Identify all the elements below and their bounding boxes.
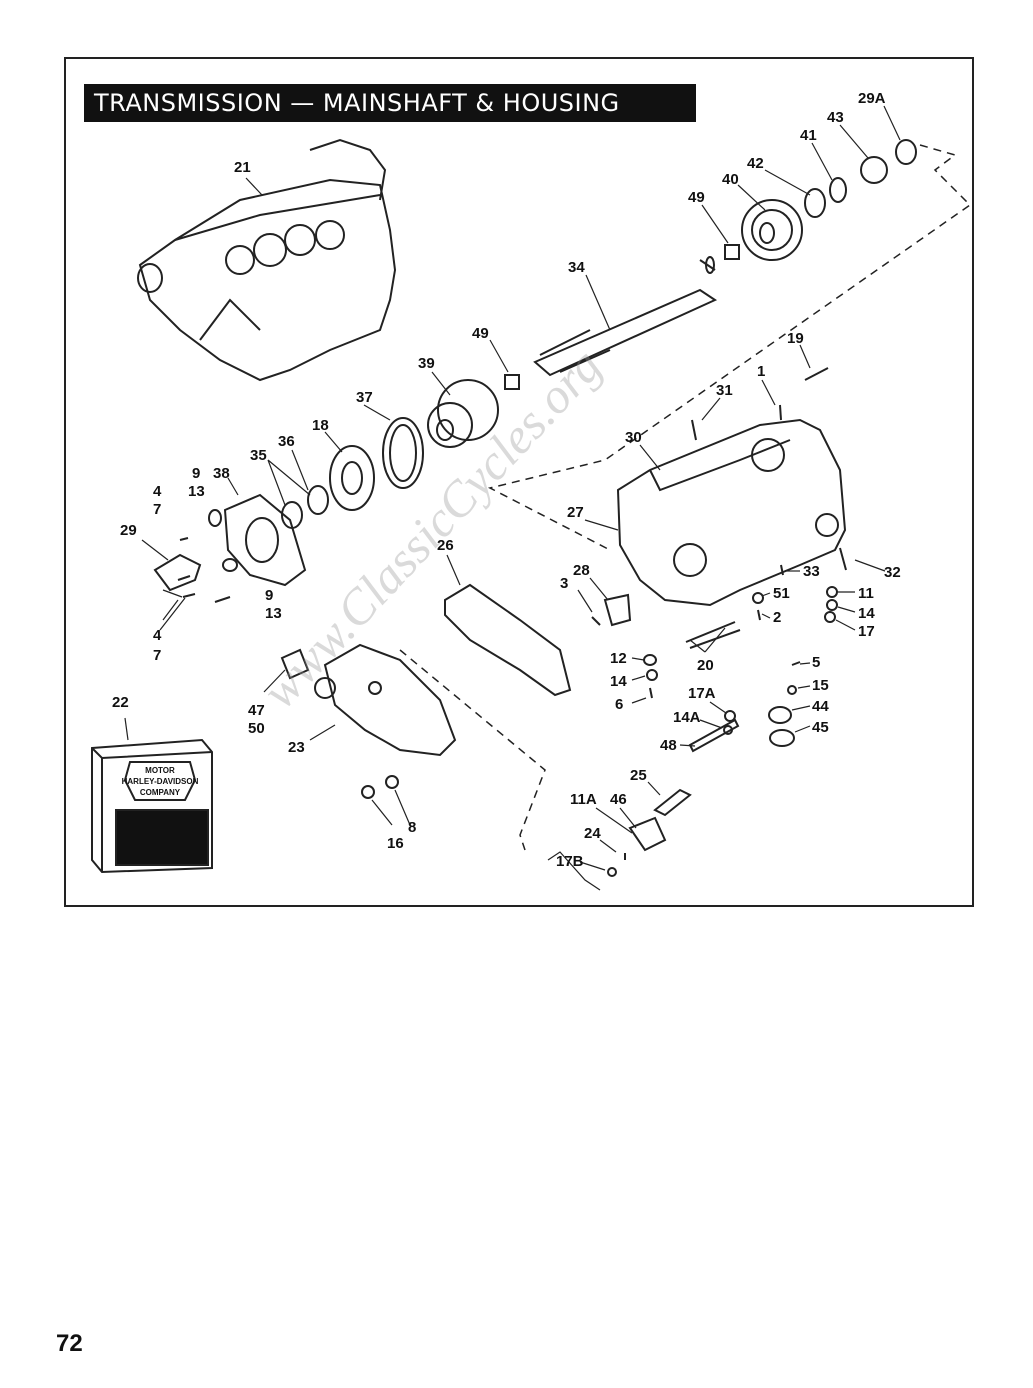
lever-46-drawing: [628, 816, 667, 852]
plate-45-drawing: [769, 729, 795, 747]
figure-frame: [64, 57, 974, 907]
gasket-kit-box-22-drawing: [91, 738, 213, 874]
callout-47: 47: [248, 702, 265, 719]
callout-16: 16: [387, 835, 404, 852]
callout-50: 50: [248, 720, 265, 737]
callout-4-upper: 4: [153, 483, 162, 500]
callout-34: 34: [568, 259, 585, 276]
plug-47-drawing: [280, 648, 310, 680]
bracket-29-drawing: [153, 553, 202, 592]
logo-line-motor: MOTOR: [145, 766, 175, 775]
callout-29A: 29A: [858, 90, 886, 107]
callout-8: 8: [408, 819, 416, 836]
callout-32: 32: [884, 564, 901, 581]
spring-25-drawing: [653, 788, 692, 817]
callout-12: 12: [610, 650, 627, 667]
callout-6: 6: [615, 696, 623, 713]
callout-43: 43: [827, 109, 844, 126]
bearing-49-upper-drawing: [724, 244, 740, 260]
callout-27: 27: [567, 504, 584, 521]
plate-44-drawing: [768, 706, 792, 724]
callout-26: 26: [437, 537, 454, 554]
ring-41-drawing: [829, 177, 847, 203]
callout-33: 33: [803, 563, 820, 580]
side-cover-23-drawing: [314, 643, 457, 757]
ring-42-drawing: [804, 188, 826, 218]
callout-49-lower: 49: [472, 325, 489, 342]
callout-20: 20: [697, 657, 714, 674]
transmission-housing-30-drawing: [616, 418, 847, 607]
callout-2: 2: [773, 609, 781, 626]
callout-38: 38: [213, 465, 230, 482]
callout-11: 11: [858, 585, 874, 602]
callout-39: 39: [418, 355, 435, 372]
callout-41: 41: [800, 127, 817, 144]
gear-40-drawing: [741, 199, 803, 261]
callout-7-lower: 7: [153, 647, 161, 664]
callout-17: 17: [858, 623, 875, 640]
callout-29: 29: [120, 522, 137, 539]
callout-9-lower: 9: [265, 587, 273, 604]
harley-davidson-logo: MOTOR HARLEY-DAVIDSON COMPANY: [122, 766, 199, 797]
mainshaft-drawing: [533, 256, 718, 377]
callout-35: 35: [250, 447, 267, 464]
callout-9-upper: 9: [192, 465, 200, 482]
callout-45: 45: [812, 719, 829, 736]
callout-7-upper: 7: [153, 501, 161, 518]
bearing-18-drawing: [329, 445, 375, 511]
callout-5: 5: [812, 654, 820, 671]
plate-38-drawing: [223, 493, 307, 587]
dashed-assembly-lines: [399, 144, 972, 851]
callout-46: 46: [610, 791, 627, 808]
callout-1: 1: [757, 363, 765, 380]
callout-36: 36: [278, 433, 295, 450]
bushing-29a-drawing: [895, 139, 917, 165]
gasket-26-drawing: [444, 583, 572, 697]
bracket-28-drawing: [603, 593, 632, 627]
ring-37-drawing: [382, 417, 424, 489]
callout-4-lower: 4: [153, 627, 162, 644]
callout-25: 25: [630, 767, 647, 784]
callout-37: 37: [356, 389, 373, 406]
page-title: TRANSMISSION — MAINSHAFT & HOUSING: [84, 84, 696, 122]
callout-13-lower: 13: [265, 605, 282, 622]
callout-48: 48: [660, 737, 677, 754]
washer-36-drawing: [307, 485, 329, 515]
callout-51: 51: [773, 585, 790, 602]
shaft-48-drawing: [688, 718, 740, 753]
callout-24: 24: [584, 825, 601, 842]
callout-19: 19: [787, 330, 804, 347]
callout-18: 18: [312, 417, 329, 434]
callout-17B: 17B: [556, 853, 584, 870]
logo-line-harley-davidson: HARLEY-DAVIDSON: [122, 777, 199, 786]
callout-40: 40: [722, 171, 739, 188]
callout-49-upper: 49: [688, 189, 705, 206]
logo-line-company: COMPANY: [140, 788, 181, 797]
page-number: 72: [56, 1330, 83, 1357]
callout-15: 15: [812, 677, 829, 694]
callout-14: 14: [858, 605, 875, 622]
callout-28: 28: [573, 562, 590, 579]
callout-30: 30: [625, 429, 642, 446]
pin-19-drawing: [804, 367, 829, 381]
callout-23: 23: [288, 739, 305, 756]
callout-13-upper: 13: [188, 483, 205, 500]
nut-43-drawing: [860, 156, 888, 184]
callout-42: 42: [747, 155, 764, 172]
callout-17A: 17A: [688, 685, 716, 702]
callout-21: 21: [234, 159, 251, 176]
callout-14-mid: 14: [610, 673, 627, 690]
bearing-49-lower-drawing: [504, 374, 520, 390]
leader-lines: [124, 105, 901, 891]
callout-22: 22: [112, 694, 129, 711]
gear-39-drawing: [427, 379, 499, 448]
callout-11A: 11A: [570, 791, 597, 808]
studs-20-drawing: [685, 621, 741, 649]
callout-31: 31: [716, 382, 733, 399]
callout-3: 3: [560, 575, 568, 592]
callout-14A: 14A: [673, 709, 701, 726]
transmission-assembly-drawing: [137, 138, 397, 382]
callout-44: 44: [812, 698, 829, 715]
